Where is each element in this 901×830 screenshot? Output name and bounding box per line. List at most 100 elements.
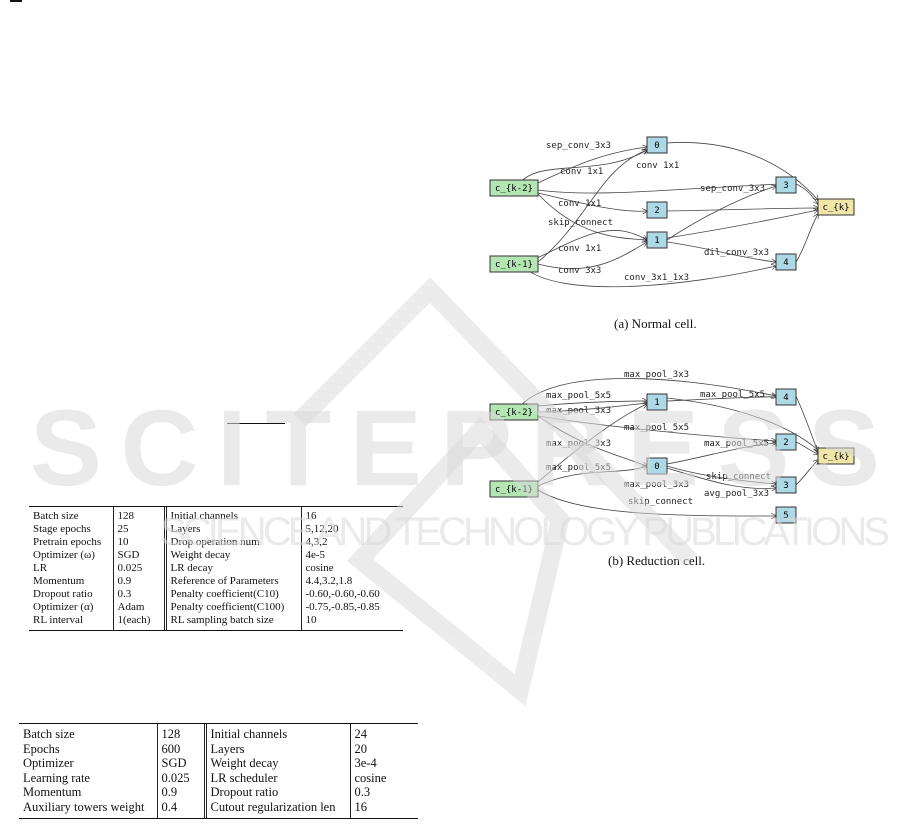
table-cell: Batch size	[33, 510, 79, 522]
node-2	[775, 433, 797, 451]
table-cell: Penalty coefficient(C10)	[163, 588, 301, 601]
table-cell: 4,3,2	[300, 536, 384, 549]
label-n1: 1	[654, 236, 659, 246]
table-cell: Initial channels	[203, 724, 350, 742]
table-cell: 16	[300, 507, 384, 523]
table-cell: cosine	[300, 562, 384, 575]
table-cell: 0.9	[156, 785, 205, 800]
label-n3: 3	[783, 181, 788, 191]
table-cell: RL interval	[33, 614, 83, 626]
normal-cell-diagram: c_{k-2} c_{k-1} 0 1 2 3 4 c_{k} sep_conv…	[489, 136, 855, 288]
table-cell: 16	[349, 799, 391, 818]
table-cell: 10	[300, 614, 384, 630]
label-ck2: c_{k-2}	[495, 408, 533, 418]
label-n5: 5	[783, 511, 788, 521]
table-cell: 0.3	[349, 785, 391, 800]
label-n3: 3	[783, 481, 788, 491]
table-cell: Layers	[203, 741, 350, 757]
table-cell: cosine	[349, 770, 391, 786]
node-3	[775, 176, 797, 194]
node-0	[646, 136, 668, 154]
table-cell: 600	[156, 741, 205, 757]
edge-label: skip_connect	[706, 472, 771, 482]
edge-label: dil_conv_3x3	[704, 248, 769, 258]
short-rule	[227, 423, 285, 425]
table-cell: Stage epochs	[33, 523, 91, 535]
node-ck1	[489, 255, 539, 273]
table-cell: 0.025	[112, 562, 165, 575]
table-cell: LR scheduler	[203, 770, 350, 786]
table-cell: Learning rate	[23, 770, 90, 785]
table-cell: Adam	[112, 601, 165, 614]
table-cell: LR	[33, 562, 48, 574]
edge-label: conv 1x1	[560, 167, 603, 177]
edge-label: max_pool_3x3	[624, 370, 689, 380]
table-cell: Weight decay	[163, 549, 301, 562]
table-cell: 0.3	[112, 588, 165, 601]
table-cell: 4e-5	[300, 549, 384, 562]
edge-label: conv 1x1	[636, 161, 679, 171]
edge-label: max_pool_5x5	[624, 423, 689, 433]
table-cell: -0.75,-0.85,-0.85	[300, 601, 384, 614]
table-cell: Momentum	[23, 785, 82, 800]
table-cell: 3e-4	[349, 756, 391, 771]
edge-label: max_pool_5x5	[700, 390, 765, 400]
edge-label: max_pool_5x5	[704, 439, 769, 449]
label-n4: 4	[783, 258, 788, 268]
table-cell: RL sampling batch size	[163, 614, 301, 630]
table-cell: Dropout ratio	[203, 785, 350, 800]
edge-label: skip_connect	[628, 497, 693, 507]
node-5	[775, 506, 797, 524]
edge-label: conv 1x1	[558, 244, 601, 254]
label-n4: 4	[783, 393, 788, 403]
node-4	[775, 253, 797, 271]
edge-label: max_pool_5x5	[546, 463, 611, 473]
node-ck2	[489, 179, 539, 197]
table-cell: Penalty coefficient(C100)	[163, 601, 301, 614]
node-ck	[817, 447, 855, 465]
table-cell: 128	[112, 507, 165, 523]
table-cell: LR decay	[163, 562, 301, 575]
edge-label: conv_3x1_1x3	[624, 273, 689, 283]
node-4	[775, 388, 797, 406]
table-cell: 5,12,20	[300, 523, 384, 536]
table-cell: Auxiliary towers weight	[23, 799, 145, 814]
table-cell: SGD	[156, 756, 205, 771]
table-cell: Optimizer (α)	[33, 601, 94, 613]
table-cell: 20	[349, 741, 391, 757]
normal-cell-caption: (a) Normal cell.	[614, 316, 697, 331]
edge-label: conv 3x3	[558, 266, 601, 276]
table-cell: Optimizer	[23, 756, 74, 771]
table-cell: 24	[349, 724, 391, 742]
label-n2: 2	[783, 438, 788, 448]
label-n0: 0	[654, 462, 659, 472]
table-cell: Pretrain epochs	[33, 536, 102, 548]
table-cell: Epochs	[23, 741, 60, 756]
reduction-cell-diagram: c_{k-2} c_{k-1} 0 1 2 3 4 5 c_{k} max_po…	[489, 370, 855, 524]
table-cell: 0.025	[156, 770, 205, 786]
table-cell: Momentum	[33, 575, 85, 587]
top-mark	[10, 0, 22, 2]
node-2	[646, 201, 668, 219]
table-cell: Drop operation num	[163, 536, 301, 549]
edge-label: max_pool_5x5	[546, 391, 611, 401]
table-cell: 4.4,3.2,1.8	[300, 575, 384, 588]
label-ck: c_{k}	[822, 452, 849, 462]
reduction-cell-caption: (b) Reduction cell.	[608, 553, 706, 568]
node-3	[775, 476, 797, 494]
table-cell: Cutout regularization len	[203, 799, 350, 818]
table-cell: Dropout ratio	[33, 588, 93, 600]
